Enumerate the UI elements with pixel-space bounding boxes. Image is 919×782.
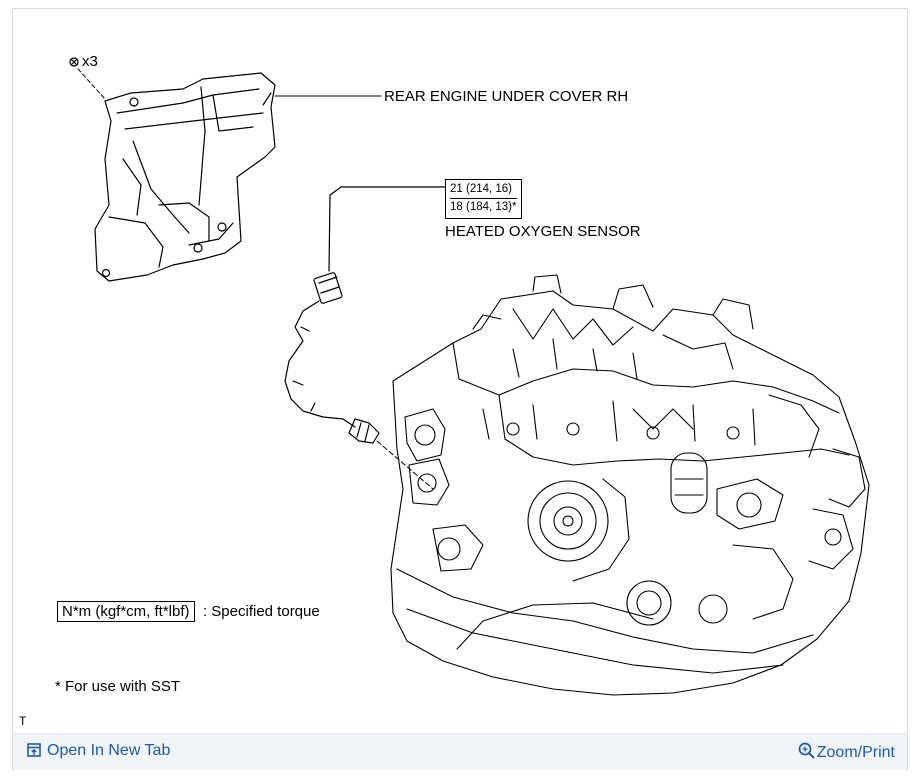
torque-value-2: 18 (184, 13)* [450,198,517,216]
under-cover-illustration [94,72,276,282]
rear-engine-under-cover-label: REAR ENGINE UNDER COVER RH [384,88,629,105]
bolt-icon [69,57,79,67]
torque-legend-text: : Specified torque [202,603,320,620]
heated-oxygen-sensor-label: HEATED OXYGEN SENSOR [445,223,641,240]
open-in-new-tab-label: Open In New Tab [47,742,171,759]
torque-legend-units: N*m (kgf*cm, ft*lbf) [57,601,195,622]
engine-illustration [390,274,870,696]
open-in-new-tab-button[interactable]: Open In New Tab [27,742,170,762]
torque-value-1: 21 (214, 16) [450,183,513,195]
sst-footnote: * For use with SST [55,678,181,695]
open-in-new-tab-icon [27,743,41,762]
zoom-print-label: Zoom/Print [816,744,895,761]
bolt-count-label: x3 [82,53,98,70]
sensor-torque-box: 21 (214, 16) 18 (184, 13)* [445,179,522,219]
repair-diagram: x3 REAR ENGINE UNDER COVER RH 21 (214, 1… [13,9,909,734]
diagram-frame: x3 REAR ENGINE UNDER COVER RH 21 (214, 1… [12,8,908,770]
zoom-print-button[interactable]: Zoom/Print [798,742,895,764]
torque-legend: N*m (kgf*cm, ft*lbf) : Specified torque [57,601,320,622]
corner-mark: T [19,714,27,728]
image-toolbar: Open In New Tab Zoom/Print [13,733,907,770]
oxygen-sensor-illustration [284,186,446,490]
zoom-magnifier-icon [798,742,815,764]
diagram-artwork [69,57,870,696]
